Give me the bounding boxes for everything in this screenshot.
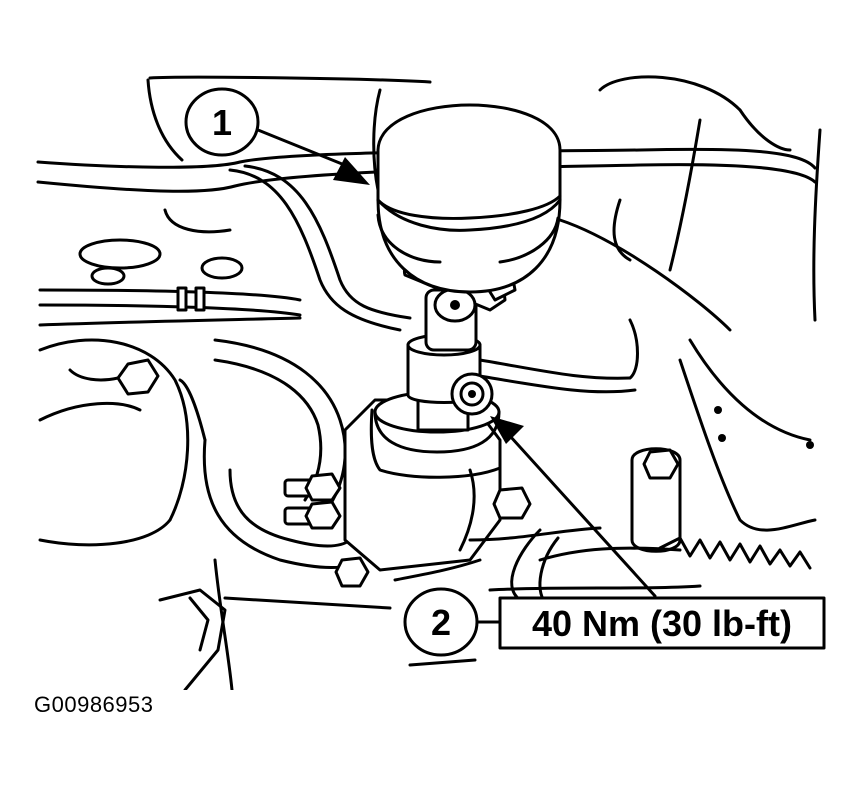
callout-1-number: 1 (212, 102, 232, 143)
wheel-well (38, 338, 207, 547)
torque-spec-label: 40 Nm (30 lb-ft) (532, 603, 792, 644)
column-boot (376, 103, 562, 294)
power-steering-hoses (202, 338, 370, 588)
left-mounts (78, 208, 244, 312)
callout-2: 2 40 Nm (30 lb-ft) (403, 416, 826, 657)
crossmember (630, 338, 817, 553)
floor-pan-outline (146, 75, 822, 332)
torque-spec-box (498, 596, 826, 650)
callout-1: 1 (184, 87, 370, 185)
lower-frame (158, 558, 477, 690)
figure-id: G00986953 (34, 692, 154, 717)
steering-shaft-diagram: 1 2 40 Nm (30 lb-ft) (36, 75, 826, 690)
pinch-bolt (450, 372, 494, 416)
steering-rack (468, 486, 812, 604)
callout-2-number: 2 (431, 602, 451, 643)
